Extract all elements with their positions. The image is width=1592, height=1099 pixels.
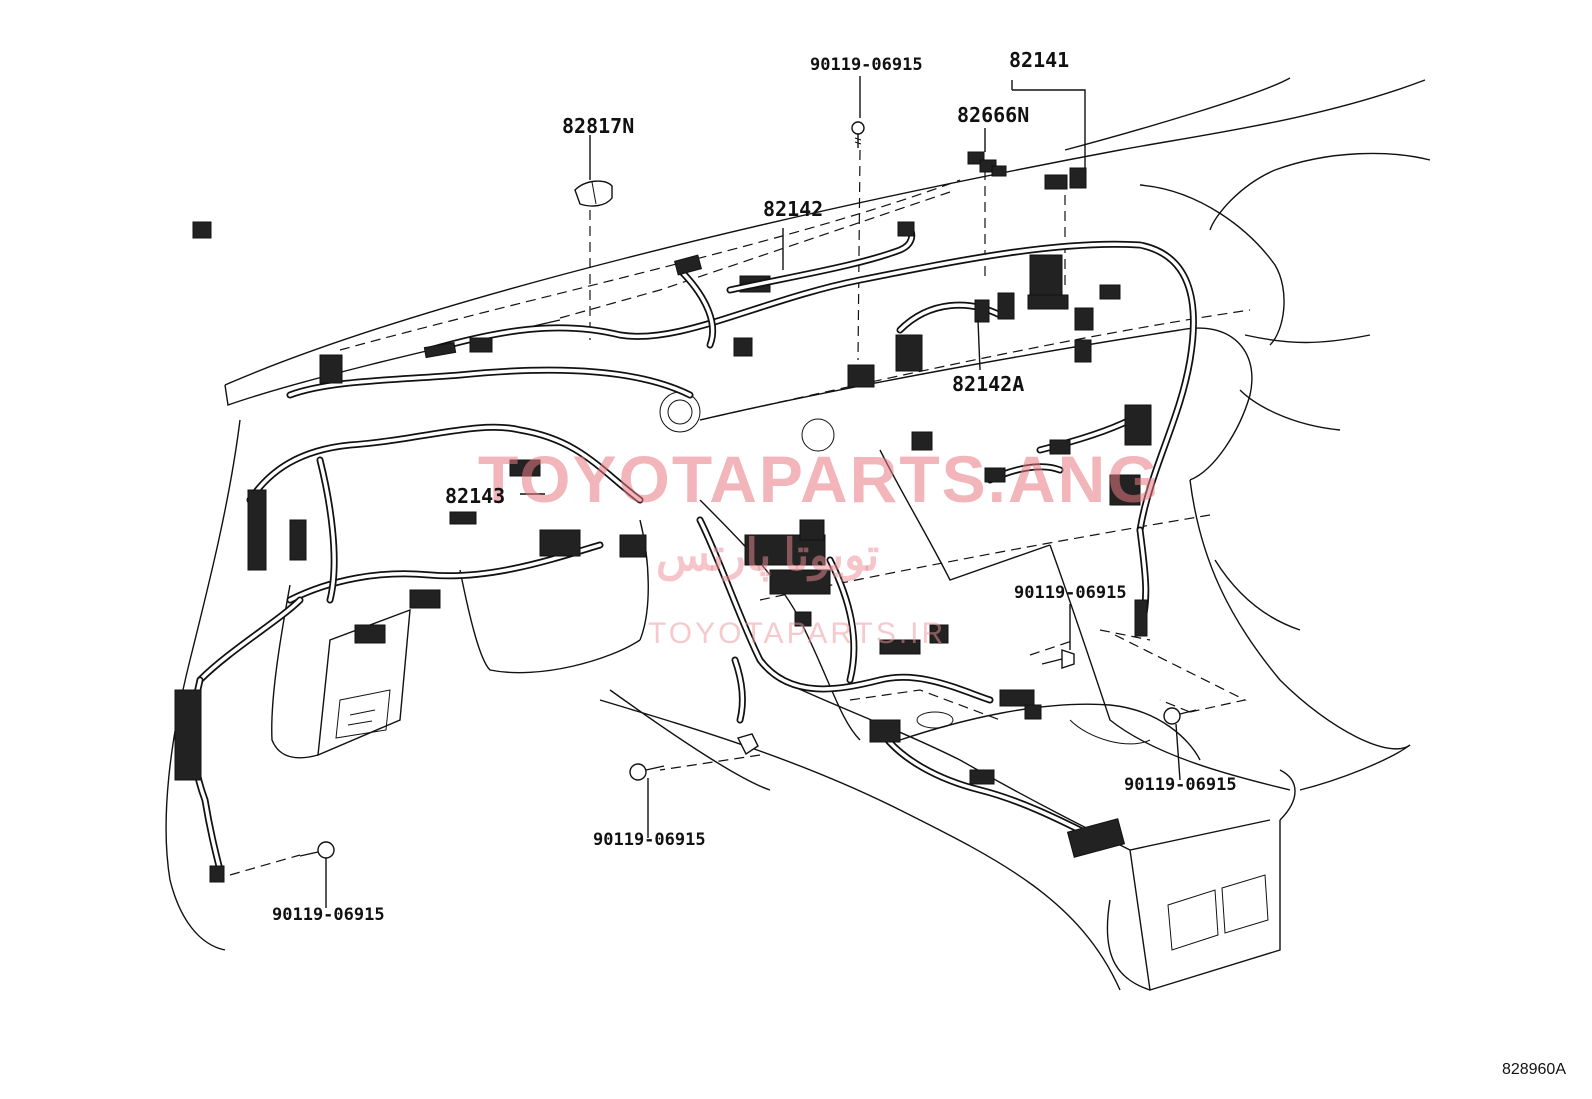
bolt-icon-right-mid	[1041, 649, 1075, 669]
wire-harness-82142	[286, 240, 1197, 534]
diagram-code: 828960A	[1501, 1061, 1566, 1078]
callout-bolt-right-mid[interactable]: 90119-06915	[1014, 583, 1127, 603]
callout-82666N[interactable]: 82666N	[957, 103, 1030, 127]
callout-82142[interactable]: 82142	[763, 197, 824, 221]
callout-bolt-center[interactable]: 90119-06915	[593, 830, 706, 850]
callout-bolt-top[interactable]: 90119-06915	[810, 55, 923, 75]
callout-82142A[interactable]: 82142A	[952, 372, 1025, 396]
wire-harness-console	[696, 416, 1150, 839]
callout-82141[interactable]: 82141	[1009, 48, 1070, 72]
wire-harness-82143	[189, 423, 644, 874]
clamp-82817N-icon	[574, 180, 613, 207]
bolt-icon-center	[629, 763, 665, 781]
callout-82143[interactable]: 82143	[445, 484, 506, 508]
wire-82142-upper-icon	[726, 221, 916, 294]
protector-82666N-icon	[967, 151, 1007, 177]
dashed-reference-lines	[229, 149, 1251, 876]
instrument-panel-outline	[165, 77, 1431, 991]
callout-82817N[interactable]: 82817N	[562, 114, 635, 138]
callout-bolt-right-low[interactable]: 90119-06915	[1124, 775, 1237, 795]
bolt-icon-left	[299, 841, 335, 859]
bolt-icon-top	[851, 121, 865, 148]
grommet-icon	[736, 733, 759, 756]
bolt-icon-right-low	[1163, 707, 1197, 725]
harness-connectors	[174, 167, 1152, 883]
leader-lines	[325, 76, 1181, 908]
callout-bolt-left[interactable]: 90119-06915	[272, 905, 385, 925]
